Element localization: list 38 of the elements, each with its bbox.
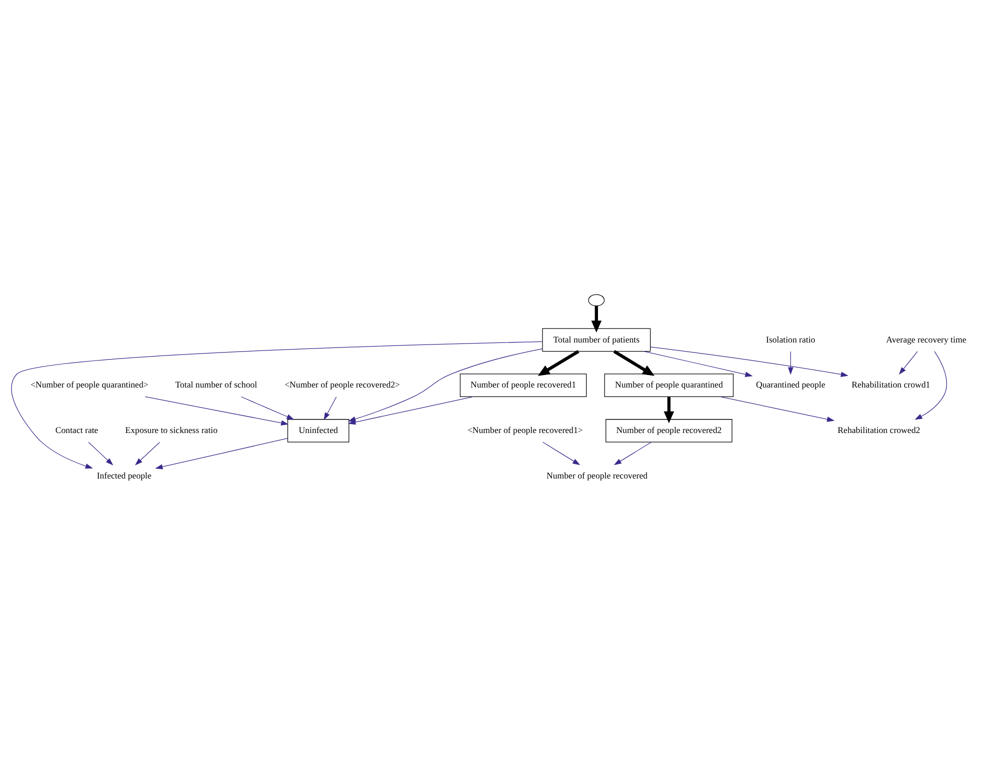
- arrow: [542, 442, 580, 466]
- node-text: Infected people: [96, 470, 152, 480]
- arrow: [614, 442, 652, 466]
- arrow: [591, 306, 602, 332]
- node-text: <Number of people recovered2>: [284, 380, 400, 390]
- node-cloud: [588, 294, 605, 306]
- arrow: [914, 351, 947, 420]
- node-text: <Number of people quarantined>: [30, 380, 148, 390]
- node-text: Isolation ratio: [766, 334, 816, 344]
- arrow: [538, 350, 580, 376]
- arrow: [720, 396, 835, 422]
- node-box: Number of people recovered2: [606, 419, 732, 442]
- node-text: Total number of school: [175, 380, 258, 390]
- arrow: [155, 438, 288, 470]
- arrow: [650, 346, 848, 378]
- arrow: [88, 442, 114, 466]
- arrow: [11, 341, 543, 469]
- arrow: [613, 350, 654, 376]
- arrow: [788, 351, 794, 375]
- node-text: Quarantined people: [756, 380, 826, 390]
- node-text: Average recovery time: [886, 334, 966, 344]
- arrow: [134, 442, 160, 466]
- node-text: Contact rate: [55, 425, 98, 436]
- arrow: [324, 396, 337, 420]
- node-box: Uninfected: [287, 419, 350, 442]
- arrow: [643, 350, 753, 377]
- arrow: [664, 396, 674, 424]
- node-text: Rehabilitation crowd1: [852, 380, 930, 390]
- node-box: Number of people quarantined: [604, 374, 734, 397]
- node-box: Number of people recovered1: [460, 374, 587, 397]
- node-text: Exposure to sickness ratio: [125, 425, 218, 436]
- node-text: Rehabilitation crowed2: [838, 425, 920, 436]
- arrow: [240, 396, 294, 420]
- arrow: [144, 396, 289, 426]
- arrow: [898, 351, 918, 375]
- node-box: Total number of patients: [542, 328, 651, 352]
- node-text: Number of people recovered: [546, 470, 648, 480]
- node-text: <Number of people recovered1>: [467, 425, 583, 436]
